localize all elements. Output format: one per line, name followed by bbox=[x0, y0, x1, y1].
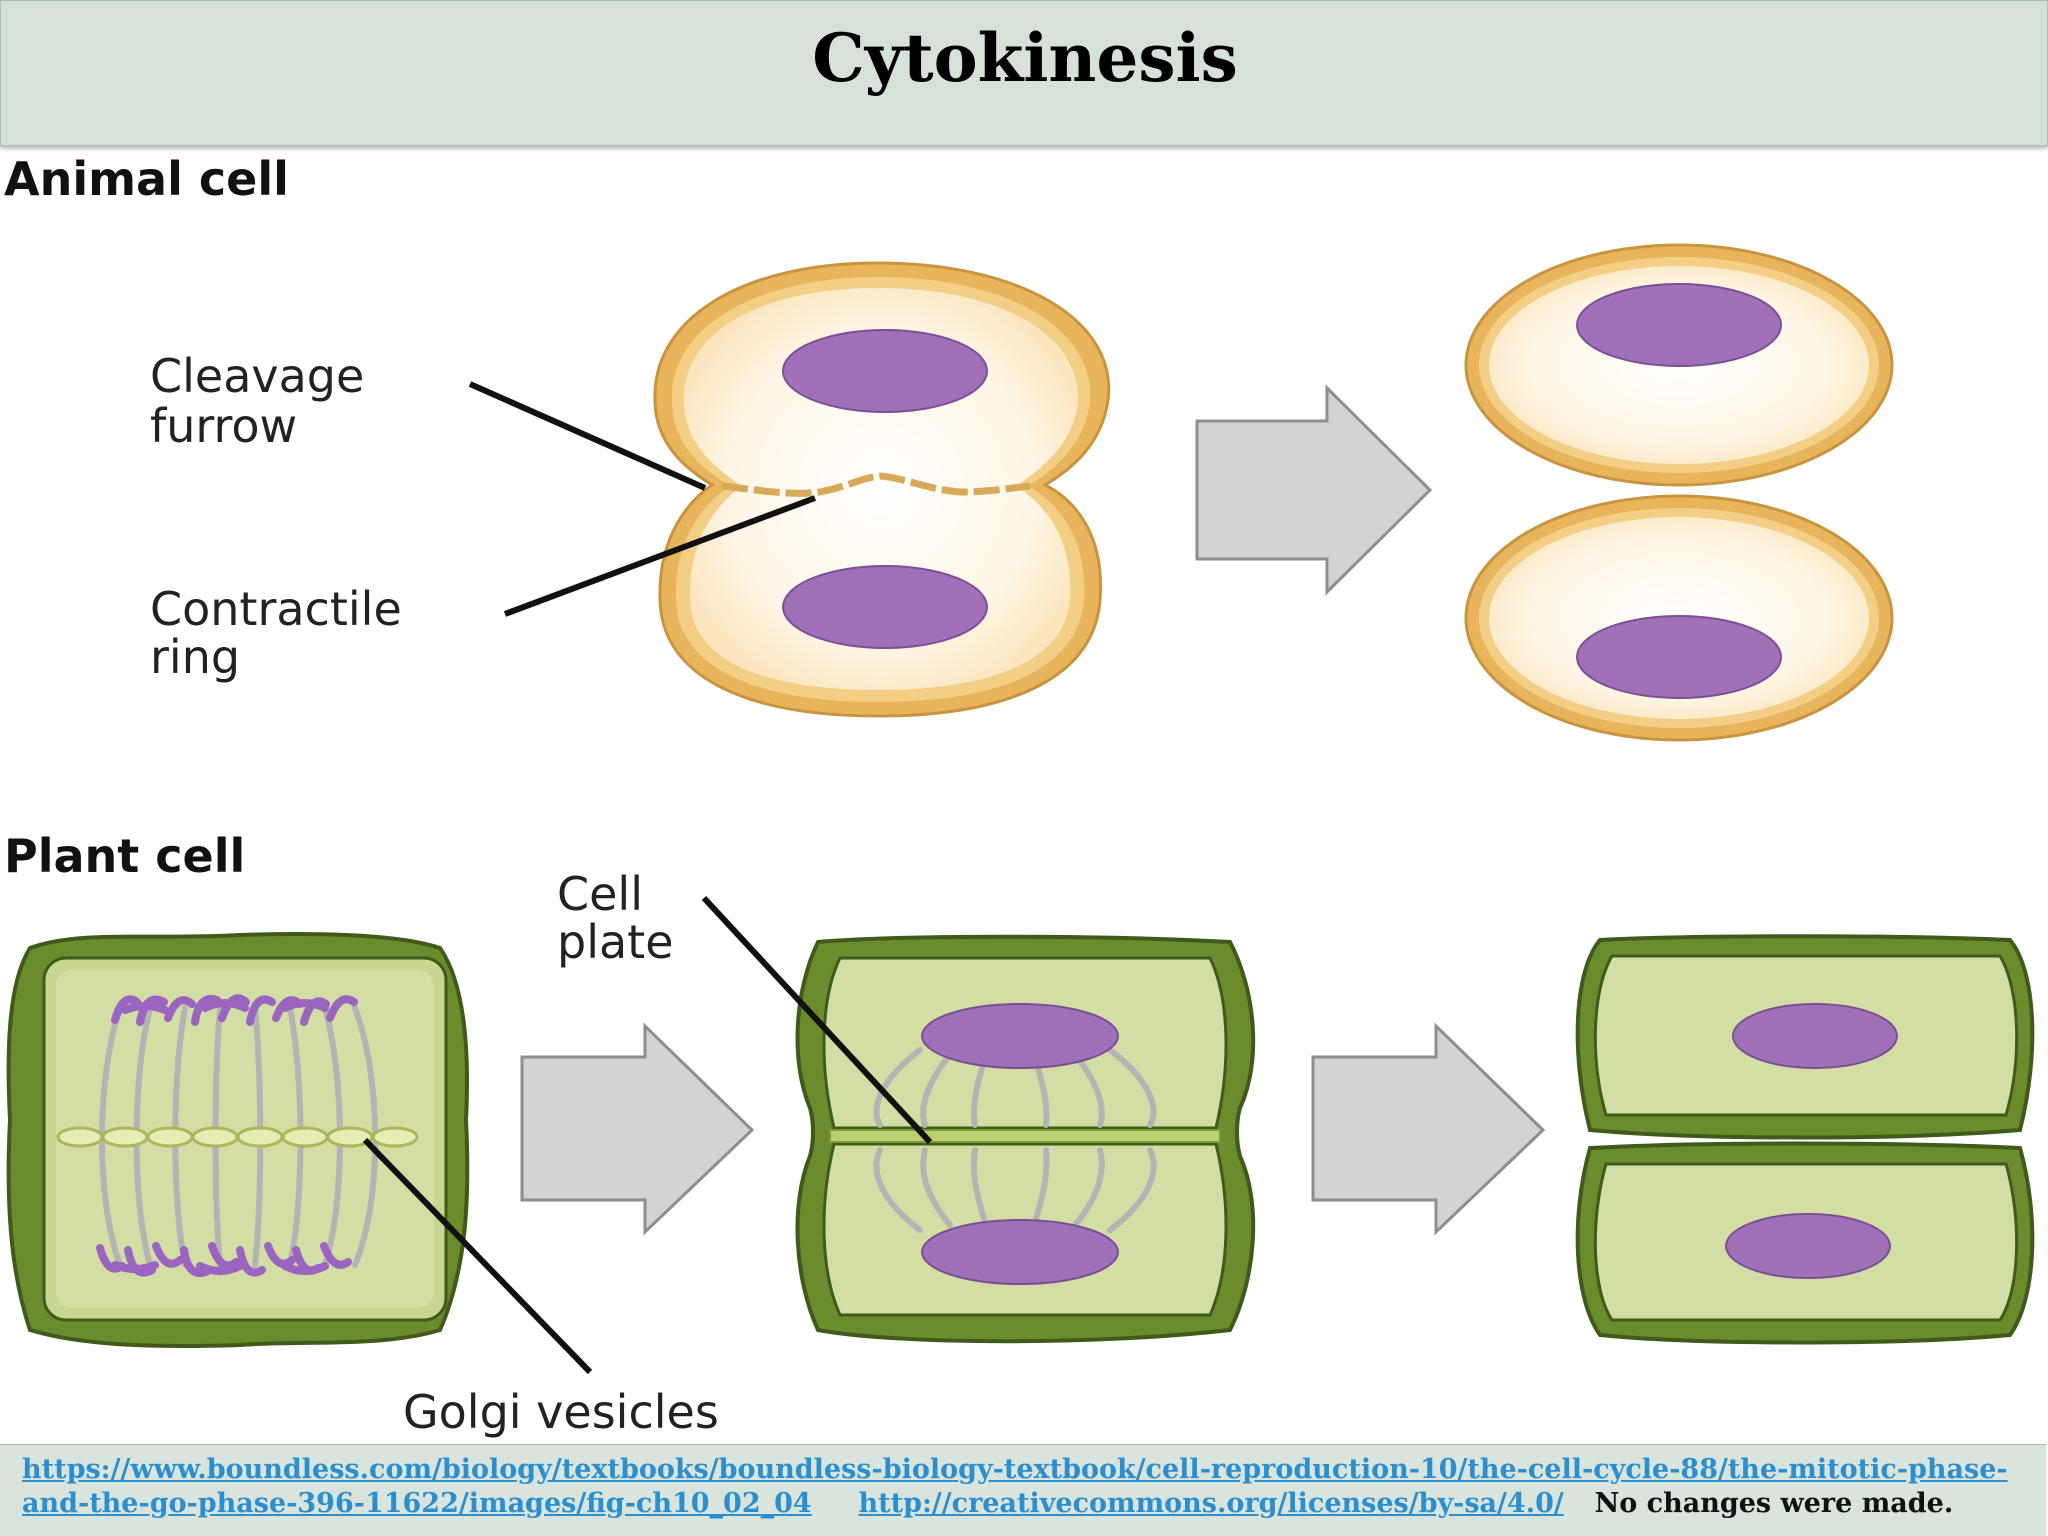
daughter-cell-top-nucleus bbox=[1576, 283, 1782, 367]
source-footer: https://www.boundless.com/biology/textbo… bbox=[0, 1444, 2046, 1536]
daughter-plant-top-nucleus bbox=[1732, 1003, 1898, 1069]
plant-dividing-nucleus-top bbox=[921, 1003, 1119, 1069]
cleavage-furrow-label-line2: furrow bbox=[150, 399, 297, 453]
daughter-plant-bottom-nucleus bbox=[1725, 1213, 1891, 1279]
plant-dividing-nucleus-bottom bbox=[921, 1219, 1119, 1285]
cleavage-furrow-label-line1: Cleavage bbox=[150, 349, 364, 403]
animal-cell-heading: Animal cell bbox=[4, 152, 289, 206]
source-link-line1[interactable]: https://www.boundless.com/biology/textbo… bbox=[22, 1454, 2008, 1485]
golgi-vesicles-pointer bbox=[362, 1137, 593, 1375]
chromosomes-top bbox=[111, 994, 358, 1026]
contractile-ring bbox=[721, 472, 1031, 497]
golgi-vesicles bbox=[56, 1126, 419, 1148]
plant-cell-dividing bbox=[795, 934, 1256, 1344]
golgi-vesicles-label: Golgi vesicles bbox=[403, 1385, 719, 1439]
chromosomes-bottom bbox=[96, 1242, 352, 1277]
animal-arrow bbox=[1195, 384, 1433, 596]
plant-cell-heading: Plant cell bbox=[4, 829, 245, 883]
nucleus-top bbox=[782, 329, 988, 413]
footer-note: No changes were made. bbox=[1594, 1488, 1954, 1519]
plant-cell-early bbox=[6, 931, 470, 1349]
dividing-animal-cell bbox=[653, 261, 1111, 718]
contractile-ring-label-line2: ring bbox=[150, 630, 240, 684]
cleavage-furrow-pointer bbox=[468, 381, 707, 491]
cell-plate-label-line2: plate bbox=[557, 915, 674, 969]
nucleus-bottom bbox=[782, 565, 988, 649]
cell-plate-label-line1: Cell bbox=[557, 867, 643, 921]
source-link-line2[interactable]: and-the-go-phase-396-11622/images/fig-ch… bbox=[22, 1488, 812, 1519]
plant-arrow-2 bbox=[1311, 1022, 1546, 1236]
cell-plate-pointer bbox=[701, 895, 933, 1145]
plant-arrow-1 bbox=[520, 1022, 755, 1236]
slide-title: Cytokinesis bbox=[812, 19, 1238, 97]
license-link[interactable]: http://creativecommons.org/licenses/by-s… bbox=[858, 1488, 1564, 1519]
footer-citation: https://www.boundless.com/biology/textbo… bbox=[22, 1453, 2022, 1521]
contractile-ring-pointer bbox=[503, 495, 817, 617]
animal-cell-cytoplasm bbox=[683, 288, 1079, 690]
contractile-ring-label-line1: Contractile bbox=[150, 582, 402, 636]
cell-plate bbox=[829, 1129, 1221, 1143]
daughter-animal-cells bbox=[1464, 243, 1894, 742]
daughter-cell-bottom-nucleus bbox=[1576, 615, 1782, 699]
title-bar: Cytokinesis bbox=[0, 0, 2048, 146]
daughter-plant-cells bbox=[1575, 934, 2035, 1345]
